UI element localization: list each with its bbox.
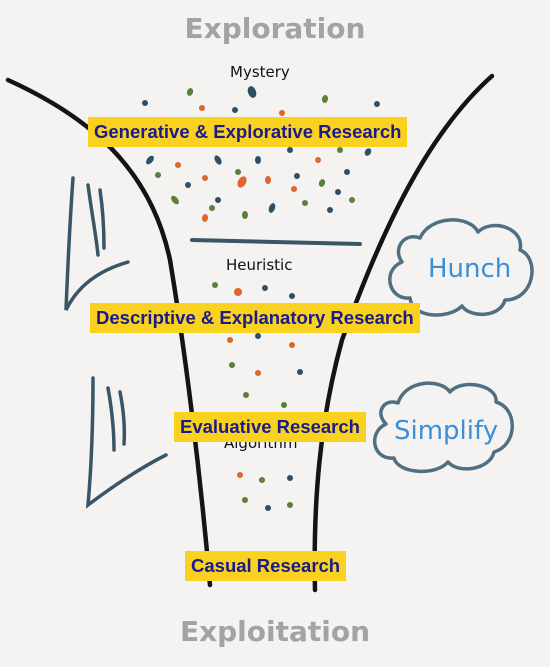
idea-dot [255, 156, 261, 164]
idea-dot [335, 189, 341, 195]
idea-dot [199, 105, 205, 111]
down-arrow-icon [64, 176, 130, 311]
idea-dot [287, 475, 293, 481]
idea-dot [201, 214, 209, 222]
idea-dot [321, 95, 329, 103]
descriptive-research-label: Descriptive & Explanatory Research [90, 303, 420, 333]
idea-dot [146, 155, 154, 165]
idea-dot [155, 172, 161, 178]
idea-dot [232, 107, 238, 113]
evaluative-research-label: Evaluative Research [174, 412, 366, 442]
idea-dot [337, 147, 343, 153]
simplify-cloud-icon [372, 381, 514, 474]
down-arrow-icon [85, 376, 168, 509]
idea-dot [287, 147, 293, 153]
generative-research-label: Generative & Explorative Research [88, 117, 408, 147]
idea-dot [255, 333, 261, 339]
idea-dot [229, 362, 235, 368]
funnel-right-edge [312, 73, 495, 593]
idea-dot [289, 342, 295, 348]
simplify-label: Simplify [394, 416, 499, 446]
idea-dot [202, 175, 208, 181]
exploration-heading: Exploration [184, 12, 366, 45]
idea-dot [268, 203, 276, 213]
idea-dot [287, 502, 293, 508]
idea-dot [374, 101, 380, 107]
mystery-label: Mystery [230, 63, 290, 81]
idea-dot [142, 100, 148, 106]
idea-dot [185, 182, 191, 188]
idea-dot [364, 148, 372, 156]
idea-dot [242, 211, 248, 219]
idea-dot [215, 197, 221, 203]
heuristic-divider-line [190, 238, 362, 246]
idea-dot [291, 186, 297, 192]
idea-dot [302, 200, 308, 206]
idea-dot [214, 155, 222, 165]
idea-dot [349, 197, 355, 203]
idea-dot [344, 169, 350, 175]
idea-dot [279, 110, 285, 116]
idea-dot [209, 205, 215, 211]
idea-dot [262, 285, 268, 291]
idea-dot [235, 169, 241, 175]
idea-dot [327, 207, 333, 213]
idea-dot [247, 86, 257, 98]
idea-dot [255, 370, 261, 376]
idea-dot [175, 162, 181, 168]
idea-dot [227, 337, 233, 343]
idea-dot [294, 173, 300, 179]
funnel-left-edge [5, 77, 213, 588]
idea-dot [237, 472, 243, 478]
idea-dots [142, 86, 380, 511]
hunch-label: Hunch [428, 254, 512, 284]
exploitation-heading: Exploitation [179, 615, 371, 648]
idea-dot [315, 157, 321, 163]
idea-dot [212, 282, 218, 288]
idea-dot [265, 176, 271, 184]
idea-dot [237, 176, 247, 188]
idea-dot [289, 293, 295, 299]
idea-dot [281, 402, 287, 408]
heuristic-label: Heuristic [226, 256, 293, 274]
idea-dot [171, 195, 179, 205]
hunch-cloud-icon [388, 218, 534, 317]
idea-dot [186, 88, 194, 96]
idea-dot [265, 505, 271, 511]
idea-dot [243, 392, 249, 398]
idea-dot [242, 497, 248, 503]
idea-dot [318, 179, 326, 187]
idea-dot [234, 288, 242, 296]
idea-dot [259, 477, 265, 483]
idea-dot [297, 369, 303, 375]
casual-research-label: Casual Research [185, 551, 347, 581]
